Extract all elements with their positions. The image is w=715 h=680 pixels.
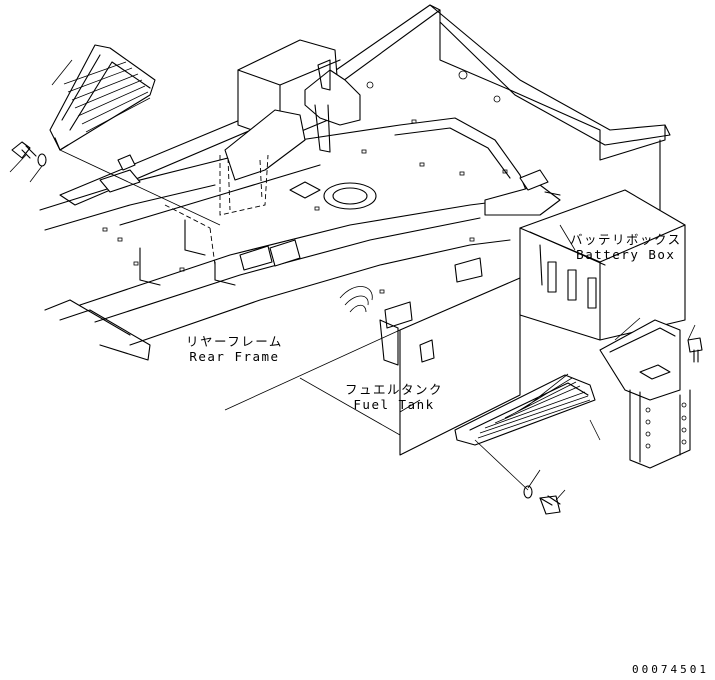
rear-frame <box>39 4 671 456</box>
step-bracket <box>599 319 691 469</box>
fuel-tank-label: フュエルタンク Fuel Tank <box>345 382 443 412</box>
rear-frame-label-en: Rear Frame <box>189 349 280 364</box>
fuel-tank-label-jp: フュエルタンク <box>345 382 444 397</box>
rear-frame-label-jp: リヤーフレーム <box>186 334 283 349</box>
fuel-tank-label-en: Fuel Tank <box>353 397 435 412</box>
step-right <box>454 373 596 446</box>
bolt-right-lower <box>523 485 561 515</box>
rear-frame-label: リヤーフレーム Rear Frame <box>186 334 283 364</box>
bolt-upper-left <box>11 141 47 167</box>
battery-box-label-en: Battery Box <box>576 247 676 262</box>
bolt-right-upper <box>687 337 703 363</box>
battery-box-label-jp: バッテリボックス <box>570 232 682 247</box>
step-upper-left <box>49 44 156 151</box>
mounting-holes <box>102 70 508 294</box>
drawing-number: 00074501 <box>632 663 709 676</box>
leader-lines <box>9 59 696 501</box>
battery-box-label: バッテリボックス Battery Box <box>570 232 682 262</box>
